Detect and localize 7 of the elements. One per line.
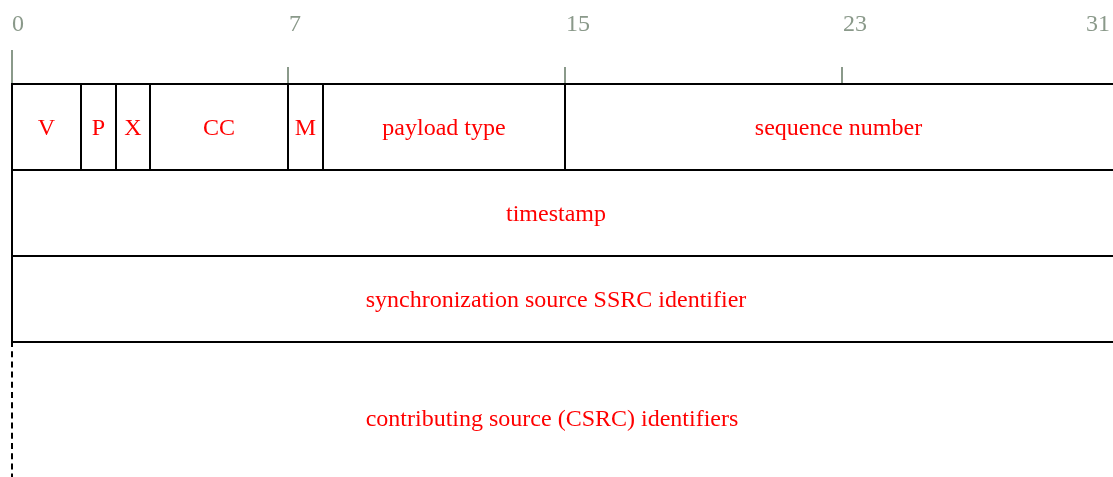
bit-number: 31 [1086, 10, 1110, 37]
bit-number: 15 [566, 10, 590, 37]
bit-number: 0 [12, 10, 24, 37]
header-field: contributing source (CSRC) identifiers [11, 341, 1113, 477]
bit-number: 23 [843, 10, 867, 37]
header-field: V [11, 83, 82, 171]
bit-number: 7 [289, 10, 301, 37]
